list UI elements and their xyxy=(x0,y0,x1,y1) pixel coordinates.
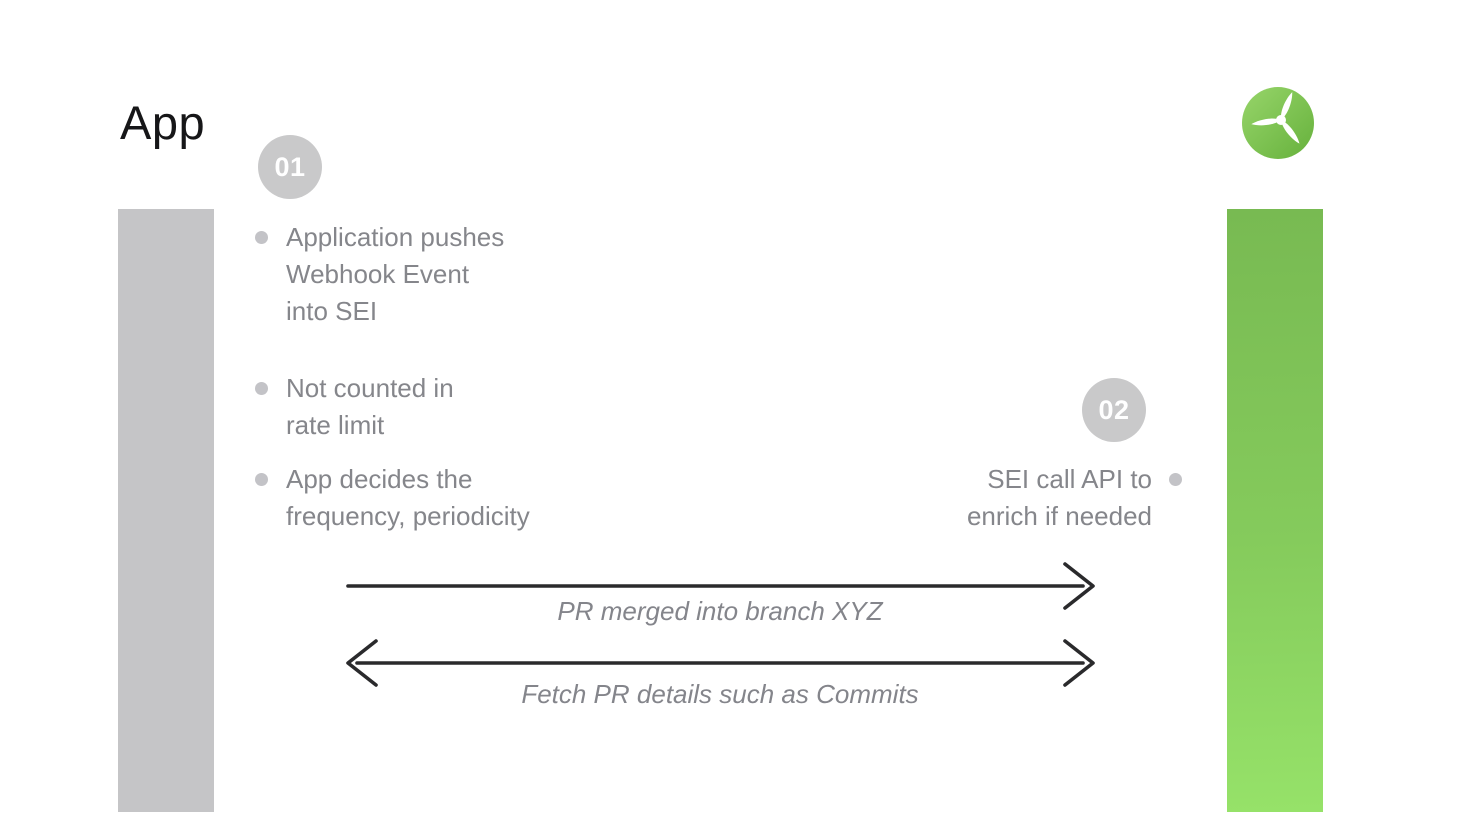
list-item: App decides the frequency, periodicity xyxy=(255,461,530,535)
turbine-propeller-icon xyxy=(1242,87,1314,159)
step-badge-02: 02 xyxy=(1082,378,1146,442)
arrow-both-icon xyxy=(346,639,1095,687)
bullet-dot-icon xyxy=(255,231,268,244)
bullet-text: Application pushes Webhook Event into SE… xyxy=(286,222,505,326)
left-gray-bar xyxy=(118,209,214,812)
arrow-label: Fetch PR details such as Commits xyxy=(521,679,919,709)
arrow-right-icon xyxy=(346,562,1095,610)
bullet-text: SEI call API to enrich if needed xyxy=(966,464,1152,531)
list-item: SEI call API to enrich if needed xyxy=(967,461,1182,535)
page-title: App xyxy=(120,96,206,149)
flow-arrows xyxy=(346,562,1095,687)
list-item: Application pushes Webhook Event into SE… xyxy=(255,219,504,330)
step-badge-01: 01 xyxy=(258,135,322,199)
right-green-bar xyxy=(1227,209,1323,812)
bullet-dot-icon xyxy=(1169,473,1182,486)
bullet-text: Not counted in rate limit xyxy=(286,373,454,440)
bullet-text: App decides the frequency, periodicity xyxy=(286,464,530,531)
list-item: Not counted in rate limit xyxy=(255,370,454,444)
arrow-label: PR merged into branch XYZ xyxy=(557,596,883,626)
turbine-logo xyxy=(1242,87,1314,159)
bullet-dot-icon xyxy=(255,473,268,486)
bullet-dot-icon xyxy=(255,382,268,395)
